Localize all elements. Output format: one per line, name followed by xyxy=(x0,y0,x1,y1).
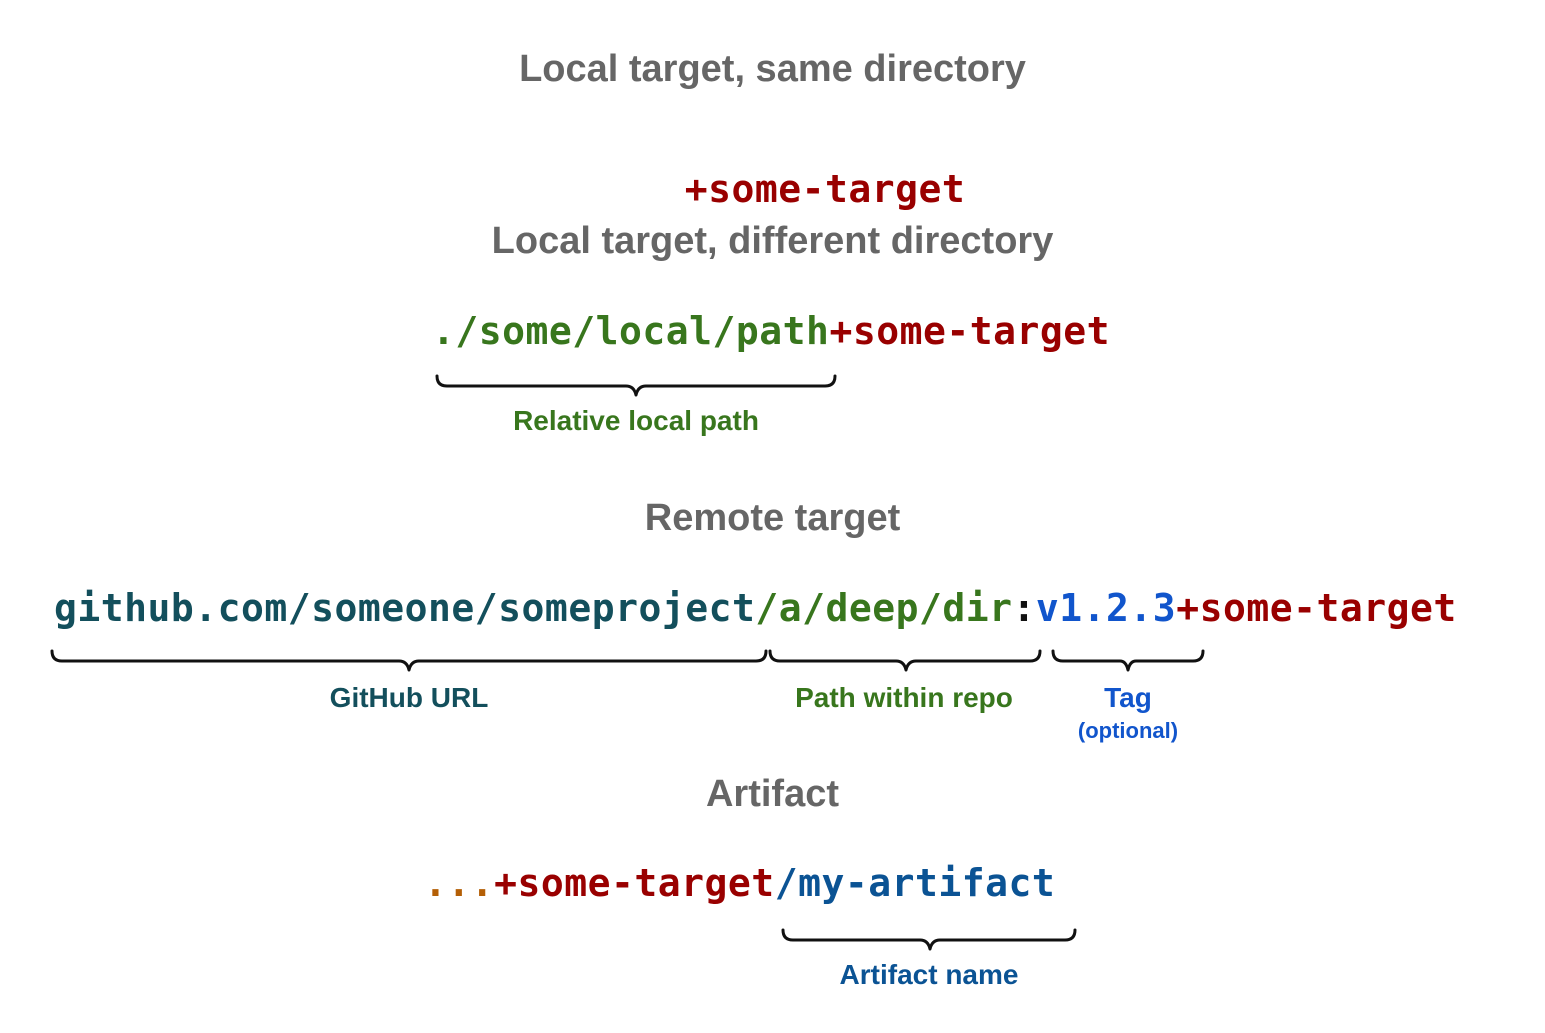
heading-artifact: Artifact xyxy=(705,773,840,815)
brace-relative-local-path xyxy=(435,374,837,397)
heading-remote: Remote target xyxy=(644,497,901,539)
code-artifact: ...+some-target/my-artifact xyxy=(424,864,1055,902)
tag-segment: v1.2.3 xyxy=(1035,586,1177,630)
brace-artifact-name xyxy=(781,928,1077,951)
heading-local-different: Local target, different directory xyxy=(491,220,1054,262)
target-segment: +some-target xyxy=(829,309,1110,353)
heading-local-same: Local target, same directory xyxy=(519,48,1026,90)
ellipsis-segment: ... xyxy=(424,861,495,905)
label-relative-local-path: Relative local path xyxy=(513,405,759,436)
repo-path-segment: /a/deep/dir xyxy=(755,586,1013,630)
colon-separator: : xyxy=(1012,586,1036,630)
local-path-segment: ./some/local/path xyxy=(432,309,830,353)
code-remote: github.com/someone/someproject/a/deep/di… xyxy=(54,589,1457,627)
target-segment: +some-target xyxy=(494,861,775,905)
target-segment: +some-target xyxy=(1176,586,1457,630)
label-path-within-repo: Path within repo xyxy=(795,682,1013,713)
artifact-segment: /my-artifact xyxy=(774,861,1056,905)
target-segment: +some-target xyxy=(684,167,966,211)
code-local-same: +some-target xyxy=(638,132,965,208)
label-github-url: GitHub URL xyxy=(329,682,489,713)
label-tag: Tag xyxy=(1104,682,1152,713)
brace-github-url xyxy=(50,649,768,672)
code-local-different: ./some/local/path+some-target xyxy=(432,312,1110,350)
github-url-segment: github.com/someone/someproject xyxy=(54,586,756,630)
label-artifact-name: Artifact name xyxy=(839,959,1019,990)
brace-tag xyxy=(1051,649,1205,672)
brace-path-within-repo xyxy=(768,649,1042,672)
label-tag-optional: (optional) xyxy=(1077,718,1179,743)
